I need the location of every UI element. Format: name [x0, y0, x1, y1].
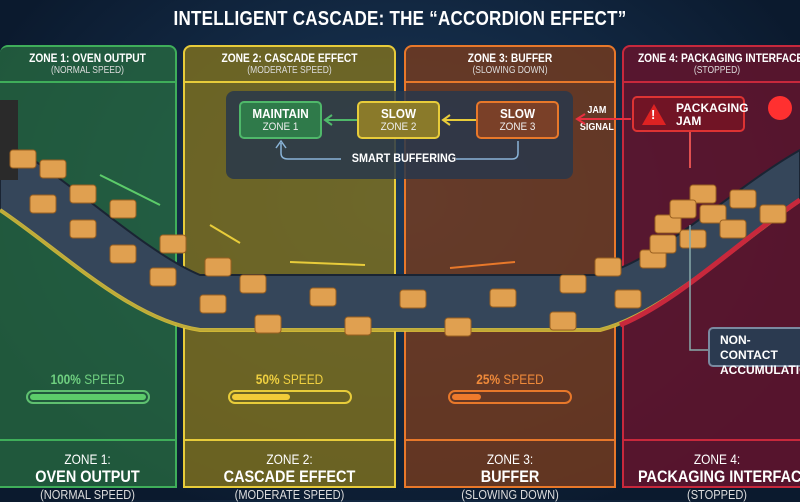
cracker — [614, 289, 642, 309]
zone-subheader: (STOPPED) — [693, 65, 741, 76]
cracker — [109, 244, 137, 264]
cracker — [204, 257, 232, 277]
cracker — [489, 288, 517, 308]
zone-label: ZONE 2: — [266, 451, 313, 467]
accumulation-leader — [689, 225, 708, 351]
zone-label: ZONE 4: — [693, 451, 741, 467]
flow-arrow — [449, 261, 516, 269]
cracker — [159, 234, 187, 254]
zone-subheader: (SLOWING DOWN) — [472, 65, 548, 76]
cracker — [149, 267, 177, 287]
speed-bar — [25, 390, 150, 404]
logic-arrows — [275, 114, 519, 160]
cracker — [689, 184, 717, 204]
zone-label: ZONE 1: — [64, 451, 111, 467]
cracker — [309, 287, 337, 307]
speed-label: 25% SPEED — [476, 371, 544, 387]
cracker — [9, 149, 37, 169]
arrow-left-icon — [441, 114, 476, 126]
flow-arrow — [209, 224, 241, 244]
cracker — [759, 204, 787, 224]
zone-header: ZONE 3: BUFFER — [467, 51, 553, 65]
zone-label: ZONE 3: — [486, 451, 534, 467]
warning-icon: ! — [642, 104, 666, 125]
cracker — [254, 314, 282, 334]
cracker — [719, 219, 747, 239]
cracker — [29, 194, 57, 214]
beacon-light-icon — [768, 96, 792, 120]
cracker — [344, 316, 372, 336]
cracker — [549, 311, 577, 331]
zone-status: (NORMAL SPEED) — [40, 487, 135, 502]
cracker — [594, 257, 622, 277]
cracker — [199, 294, 227, 314]
non-contact-accumulation-callout: NON-CONTACTACCUMULATION — [708, 327, 800, 377]
cracker — [69, 184, 97, 204]
zone-header: ZONE 1: OVEN OUTPUT — [29, 51, 146, 65]
zone-header: ZONE 2: CASCADE EFFECT — [221, 51, 358, 65]
zone-header: ZONE 4: PACKAGING INTERFACE — [637, 51, 800, 65]
page-title: INTELLIGENT CASCADE: THE “ACCORDION EFFE… — [173, 8, 627, 30]
cracker — [239, 274, 267, 294]
arrow-left-icon — [323, 114, 357, 126]
zone-name: CASCADE EFFECT — [223, 467, 356, 486]
cracker — [679, 229, 707, 249]
flow-arrow — [289, 261, 366, 266]
zone-name: OVEN OUTPUT — [35, 467, 140, 486]
zone-status: (STOPPED) — [687, 487, 747, 502]
cracker — [654, 214, 682, 234]
jam-signal-arrow — [575, 113, 631, 125]
zone-name: BUFFER — [480, 467, 540, 486]
flow-arrows — [99, 174, 516, 269]
cracker — [109, 199, 137, 219]
zone-subheader: (NORMAL SPEED) — [51, 65, 124, 76]
speed-label: 100% SPEED — [50, 371, 125, 387]
cracker — [649, 234, 677, 254]
speed-label: 50% SPEED — [255, 371, 324, 387]
zone-subheader: (MODERATE SPEED) — [247, 65, 332, 76]
flow-arrow — [99, 174, 161, 206]
cracker — [669, 199, 697, 219]
cracker — [39, 159, 67, 179]
buffering-loop-arrow — [275, 139, 519, 160]
cracker — [69, 219, 97, 239]
zone-status: (MODERATE SPEED) — [234, 487, 345, 502]
cracker — [399, 289, 427, 309]
cracker — [699, 204, 727, 224]
zone-name: PACKAGING INTERFACE — [637, 467, 800, 486]
zone-status: (SLOWING DOWN) — [461, 487, 559, 502]
cracker — [559, 274, 587, 294]
cracker — [444, 317, 472, 337]
smart-buffering-label: SMART BUFFERING — [351, 151, 457, 165]
speed-bar — [448, 390, 572, 404]
speed-bar — [227, 390, 352, 404]
cracker — [729, 189, 757, 209]
crackers — [9, 149, 787, 337]
